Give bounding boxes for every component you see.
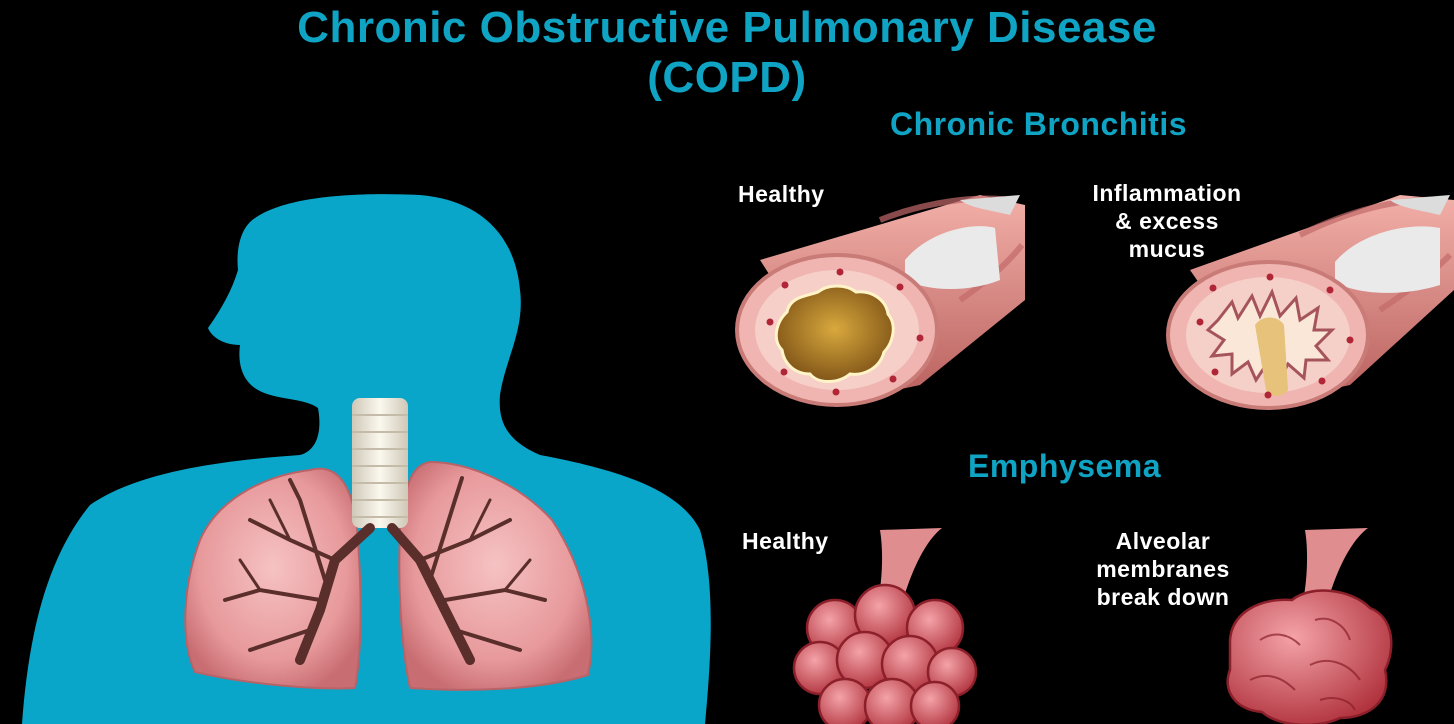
inflammation-line-1: Inflammation bbox=[1052, 179, 1282, 207]
bronchitis-healthy-label: Healthy bbox=[738, 180, 825, 208]
bronchitis-inflammation-label: Inflammation & excess mucus bbox=[1052, 179, 1282, 263]
trachea bbox=[352, 398, 408, 528]
inflammation-line-2: & excess bbox=[1052, 207, 1282, 235]
alveolar-line-3: break down bbox=[1052, 583, 1274, 611]
emphysema-heading: Emphysema bbox=[968, 448, 1161, 485]
emphysema-healthy-label: Healthy bbox=[742, 527, 829, 555]
emphysema-alveolar-label: Alveolar membranes break down bbox=[1052, 527, 1274, 611]
healthy-bronchus-illustration bbox=[737, 195, 1025, 405]
healthy-alveoli-illustration bbox=[794, 528, 976, 724]
inflammation-line-3: mucus bbox=[1052, 235, 1282, 263]
alveolar-line-1: Alveolar bbox=[1052, 527, 1274, 555]
alveolar-line-2: membranes bbox=[1052, 555, 1274, 583]
chronic-bronchitis-heading: Chronic Bronchitis bbox=[890, 106, 1187, 143]
